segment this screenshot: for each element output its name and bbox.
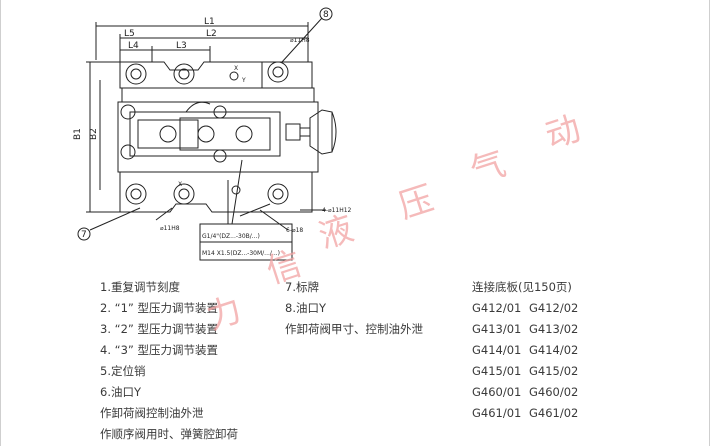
dim-l5: L5: [124, 29, 135, 39]
subplate-code: G414/01: [472, 343, 522, 357]
legend-item: 作卸荷阀甲寸、控制油外泄: [285, 322, 423, 336]
port-x-top: X: [234, 65, 238, 72]
subplate-row: G460/01 G460/02: [472, 382, 586, 403]
six-holes-label: 6-⌀18: [286, 227, 303, 234]
thread-label-2: M14 X1.5(DZ...-30M/.../...): [202, 250, 280, 257]
subplate-row: G412/01 G412/02: [472, 298, 586, 319]
subplate-title: 连接底板(见150页): [472, 280, 572, 294]
watermark-char: 气: [465, 143, 511, 193]
watermark-char: 压: [393, 178, 439, 228]
watermark-char: 动: [540, 108, 586, 158]
dim-b1: B1: [73, 128, 83, 140]
subplate-code: G460/01: [472, 385, 522, 399]
dim-l2: L2: [206, 29, 217, 39]
subplate-row: G415/01 G415/02: [472, 361, 586, 382]
subplate-code: G415/02: [529, 364, 579, 378]
subplate-code: G412/02: [529, 301, 579, 315]
legend-item: 5.定位销: [100, 364, 146, 378]
subplate-code: G415/01: [472, 364, 522, 378]
thread-label-1: G1/4"(DZ...-30B/...): [202, 233, 260, 240]
hole-label-bottom: ⌀11H8: [160, 225, 180, 232]
frame-line-right: [709, 0, 710, 446]
legend-item: 4. “3” 型压力调节装置: [100, 343, 219, 357]
legend-item: 7.标牌: [285, 280, 319, 294]
dim-l1: L1: [204, 17, 215, 27]
callout-8: 8: [323, 10, 329, 20]
legend-item: 1.重复调节刻度: [100, 280, 180, 294]
subplate-code: G413/01: [472, 322, 522, 336]
subplate-row: G461/01 G461/02: [472, 403, 586, 424]
legend-column-1: 1.重复调节刻度 2. “1” 型压力调节装置 3. “2” 型压力调节装置 4…: [100, 277, 238, 445]
port-y-top: Y: [241, 77, 246, 84]
legend-item: 3. “2” 型压力调节装置: [100, 322, 219, 336]
four-holes-label: 4-⌀11H12: [322, 207, 352, 214]
dim-l3: L3: [176, 41, 187, 51]
legend-item: 2. “1” 型压力调节装置: [100, 301, 219, 315]
subplate-code: G412/01: [472, 301, 522, 315]
legend-item: 作顺序阀用时、弹簧腔卸荷: [100, 427, 238, 441]
valve-drawing: L1 L2 L5 L4 L3 B1 B2 8 7 ⌀11H8 ⌀11H8 4-⌀…: [73, 7, 352, 261]
subplate-row: G413/01 G413/02: [472, 319, 586, 340]
hole-label-top: ⌀11H8: [290, 37, 310, 44]
dim-b2: B2: [89, 128, 99, 140]
subplate-code: G414/02: [529, 343, 579, 357]
subplate-code: G460/02: [529, 385, 579, 399]
subplate-row: G414/01 G414/02: [472, 340, 586, 361]
callout-7: 7: [81, 230, 87, 240]
frame-line-left: [0, 0, 1, 446]
port-x-bottom: X: [178, 181, 182, 188]
legend-item: 8.油口Y: [285, 301, 326, 315]
subplate-code: G461/02: [529, 406, 579, 420]
legend-item: 作卸荷阀控制油外泄: [100, 406, 204, 420]
legend-item: 6.油口Y: [100, 385, 141, 399]
legend-column-2: 7.标牌 8.油口Y 作卸荷阀甲寸、控制油外泄: [285, 277, 423, 340]
subplate-code: G461/01: [472, 406, 522, 420]
subplate-code: G413/02: [529, 322, 579, 336]
dim-l4: L4: [128, 41, 139, 51]
